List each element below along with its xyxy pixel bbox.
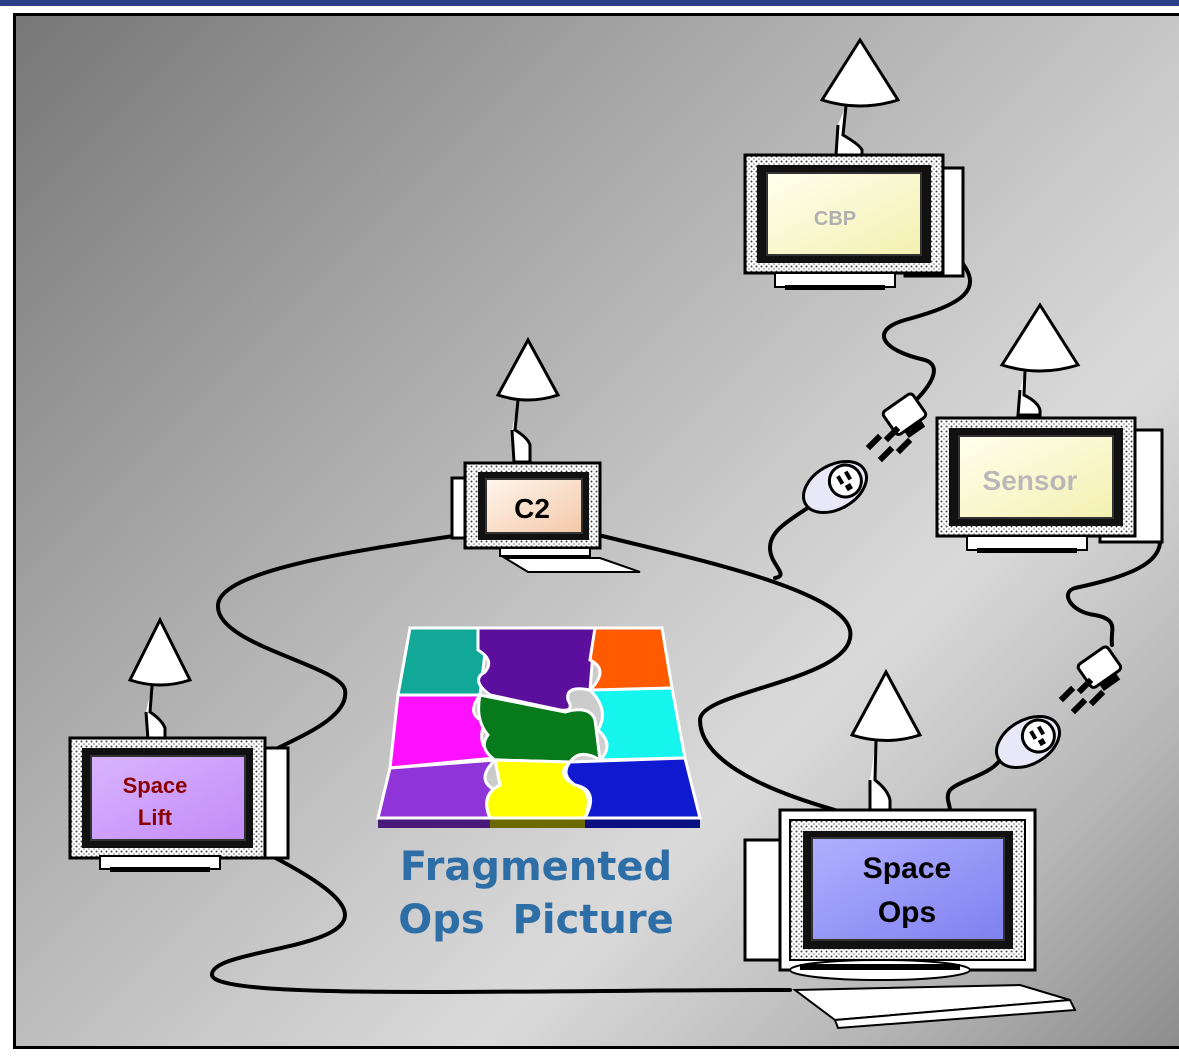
top-accent-bar [0,0,1179,6]
cable-lift-to-ops [209,848,792,994]
cbp-label: CBP [814,208,856,230]
cbp-terminal: CBP [743,37,965,290]
sensor-terminal: Sensor [935,302,1164,553]
puzzle-piece [564,756,702,820]
space-lift-label-line2: Lift [138,805,173,830]
socket-sensor [995,714,1061,770]
plug-sensor [1076,645,1123,691]
cable-cbp [882,253,972,400]
sensor-label: Sensor [983,465,1078,496]
puzzle-piece [376,758,499,820]
cable-socket2-to-ops [945,758,1002,812]
satellite-dish-icon [819,37,901,157]
socket-cbp [802,459,868,515]
plug-cbp [881,392,928,438]
c2-screen [485,478,583,534]
puzzle-piece [485,758,590,820]
plug-sensor-prongs [1058,677,1106,715]
satellite-dish-icon [849,668,923,814]
sensor-screen [958,435,1114,519]
satellite-dish-icon [999,302,1081,417]
cable-c2-to-lift [215,533,462,757]
space-ops-label-line1: Space [863,852,951,885]
space-lift-terminal: Space Lift [68,616,290,872]
cbp-screen [766,172,922,256]
cable-socket-to-ops [767,503,814,580]
diagram-title-line2: Ops Picture [398,897,674,943]
satellite-dish-icon [127,616,193,742]
puzzle-piece [586,626,674,697]
space-ops-label-line2: Ops [878,896,936,929]
cable-c2-to-ops [596,533,853,812]
cable-sensor [1066,520,1163,647]
plug-cbp-prongs [865,425,913,463]
space-ops-terminal: Space Ops [743,668,1077,1030]
space-lift-label-line1: Space [123,773,188,798]
fragmented-puzzle [376,626,702,828]
puzzle-piece [586,686,687,762]
c2-label: C2 [514,493,550,524]
satellite-dish-icon [495,336,561,464]
network-cables [209,253,1163,994]
space-ops-screen [811,837,1005,941]
diagram-title-line1: Fragmented [400,844,672,890]
space-lift-screen [90,755,246,841]
c2-terminal: C2 [450,336,641,573]
